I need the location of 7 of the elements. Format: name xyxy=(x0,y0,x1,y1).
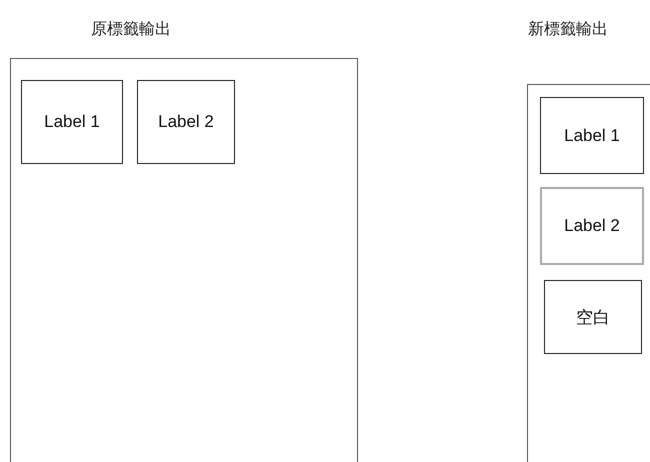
label-box: Label 1 xyxy=(21,80,123,164)
label-box: 空白 xyxy=(544,280,642,354)
sheet-heading: 原標籤輸出 xyxy=(91,19,171,40)
sheet-heading: 新標籤輸出 xyxy=(528,19,608,40)
label-box: Label 1 xyxy=(540,97,644,174)
label-box: Label 2 xyxy=(137,80,235,164)
label-box: Label 2 xyxy=(540,187,644,265)
